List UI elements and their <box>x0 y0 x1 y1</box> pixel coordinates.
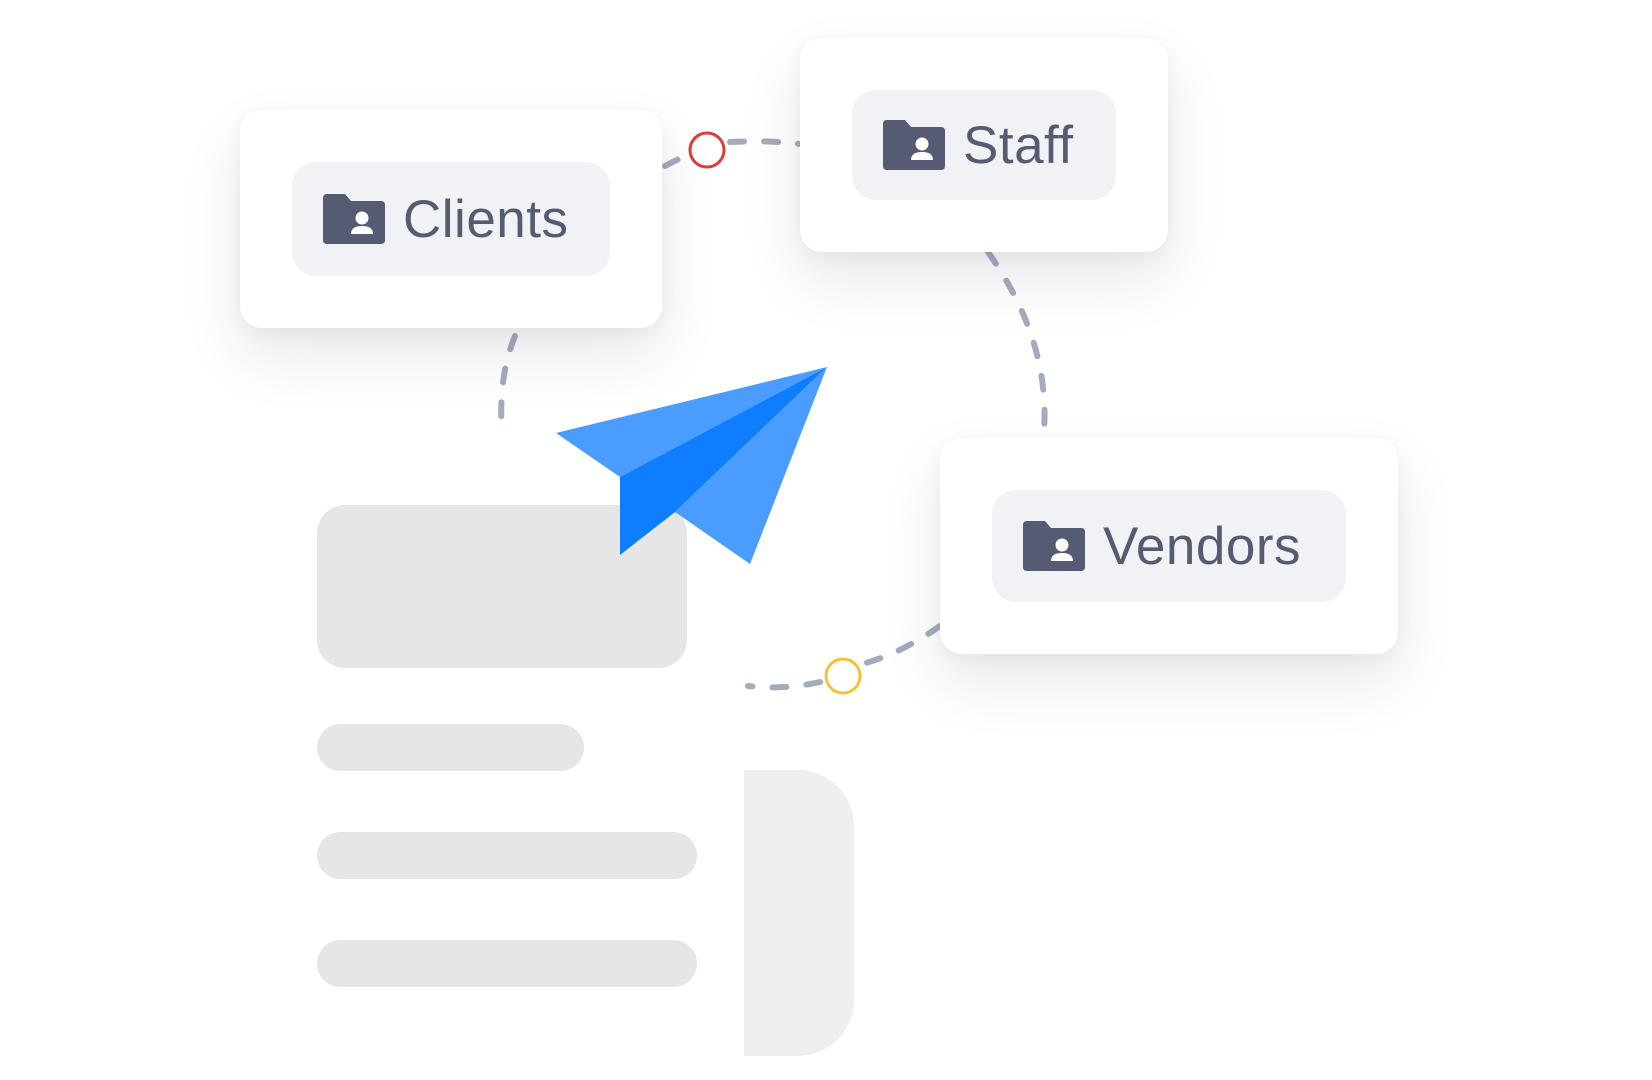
clients-card[interactable]: Clients <box>240 110 662 328</box>
document-line-placeholder <box>317 832 697 879</box>
paper-plane-left-wing <box>556 367 827 477</box>
folder-label-staff: Staff <box>963 115 1074 175</box>
folder-label-vendors: Vendors <box>1103 516 1301 576</box>
clients-folder-chip[interactable]: Clients <box>292 162 610 276</box>
connector-staff-vendors <box>985 249 1048 433</box>
paper-plane-right-wing <box>675 367 827 564</box>
connector-clients-staff <box>662 138 803 169</box>
staff-card[interactable]: Staff <box>800 38 1168 252</box>
vendors-folder-chip[interactable]: Vendors <box>992 490 1346 602</box>
document-side-tab <box>744 770 854 1056</box>
connector-clients-document <box>498 333 518 433</box>
folder-user-icon <box>323 194 385 244</box>
document-line-placeholder <box>317 940 697 987</box>
connector-node-red <box>688 131 726 169</box>
folder-user-icon <box>1023 521 1085 571</box>
vendors-card[interactable]: Vendors <box>940 438 1398 654</box>
document-line-placeholder <box>317 724 584 771</box>
folder-user-icon <box>883 120 945 170</box>
connector-vendors-document <box>745 623 943 691</box>
document-image-placeholder <box>317 505 687 668</box>
connector-node-yellow <box>824 657 862 695</box>
staff-folder-chip[interactable]: Staff <box>852 90 1116 200</box>
folder-label-clients: Clients <box>403 189 569 249</box>
